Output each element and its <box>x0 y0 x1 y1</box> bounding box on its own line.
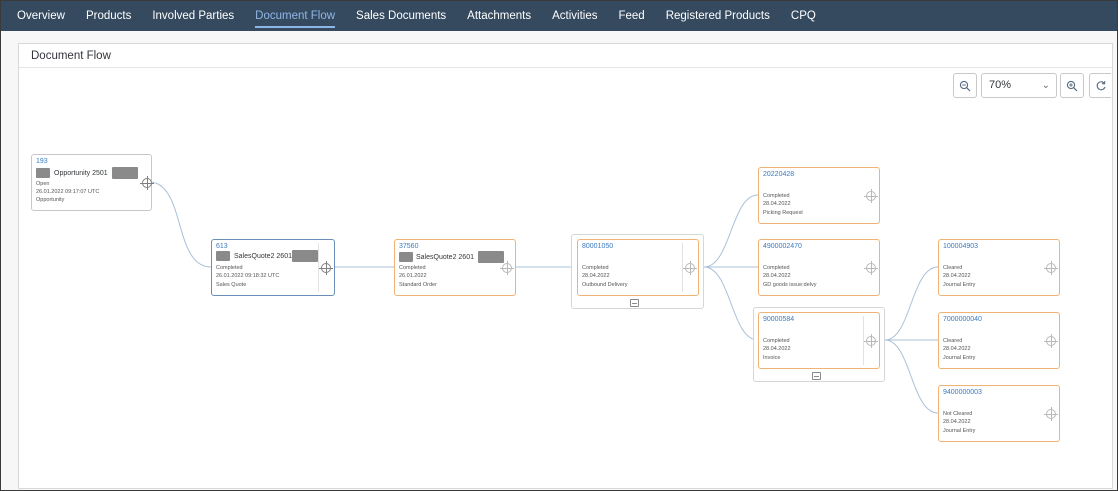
node-date: 26.01.2022 09:17:07 UTC <box>36 189 100 195</box>
redacted-block <box>111 167 138 179</box>
node-status: Open <box>36 181 50 187</box>
node-date: 28.04.2022 <box>943 419 971 425</box>
redacted-block <box>216 251 230 261</box>
expand-icon[interactable] <box>1044 261 1058 275</box>
node-status: Completed <box>763 338 790 344</box>
refresh-icon <box>1096 80 1106 90</box>
tab-document-flow[interactable]: Document Flow <box>255 1 335 31</box>
node-id[interactable]: 193 <box>36 158 48 165</box>
tab-involved-parties[interactable]: Involved Parties <box>152 10 235 22</box>
node-id[interactable]: 9400000003 <box>943 389 982 396</box>
flow-node-outbound-delivery[interactable]: 80001050 Completed 28.04.2022 Outbound D… <box>577 239 699 296</box>
tab-overview[interactable]: Overview <box>17 10 65 22</box>
collapse-group-icon[interactable] <box>812 372 821 380</box>
flow-node-journal-entry-1[interactable]: 100004903 Cleared 28.04.2022 Journal Ent… <box>938 239 1060 296</box>
redacted-block <box>478 251 504 263</box>
node-id[interactable]: 37560 <box>399 243 419 250</box>
redacted-block <box>36 168 50 178</box>
expand-icon[interactable] <box>864 261 878 275</box>
node-status: Completed <box>763 265 790 271</box>
expand-icon[interactable] <box>864 334 878 348</box>
expand-icon[interactable] <box>1044 334 1058 348</box>
flow-node-journal-entry-2[interactable]: 7000000040 Cleared 28.04.2022 Journal En… <box>938 312 1060 369</box>
node-status: Not Cleared <box>943 411 973 417</box>
node-date: 28.04.2022 <box>943 346 971 352</box>
flow-node-invoice[interactable]: 90000584 Completed 28.04.2022 Invoice <box>758 312 880 369</box>
node-id[interactable]: 80001050 <box>582 243 614 250</box>
expand-icon[interactable] <box>500 261 514 275</box>
node-status: Cleared <box>943 265 963 271</box>
node-date: 28.04.2022 <box>582 273 610 279</box>
node-id[interactable]: 4900002470 <box>763 243 802 250</box>
node-id[interactable]: 7000000040 <box>943 316 982 323</box>
node-type: Picking Request <box>763 210 803 216</box>
node-title: SalesQuote2 2601 <box>216 251 292 261</box>
section-title: Document Flow <box>19 44 1112 68</box>
flow-node-picking-request[interactable]: 20220428 Completed 28.04.2022 Picking Re… <box>758 167 880 224</box>
node-type: Invoice <box>763 355 781 361</box>
node-type: GD goods issue:delvy <box>763 282 817 288</box>
zoom-in-button[interactable] <box>1060 73 1084 98</box>
node-type: Standard Order <box>399 282 437 288</box>
expand-icon[interactable] <box>319 261 333 275</box>
flow-node-journal-entry-3[interactable]: 9400000003 Not Cleared 28.04.2022 Journa… <box>938 385 1060 442</box>
expand-icon[interactable] <box>864 189 878 203</box>
zoom-level-select[interactable]: 70% ⌄ <box>981 73 1057 98</box>
node-type: Outbound Delivery <box>582 282 628 288</box>
expand-icon[interactable] <box>683 261 697 275</box>
node-id[interactable]: 90000584 <box>763 316 795 323</box>
tab-sales-documents[interactable]: Sales Documents <box>356 10 447 22</box>
zoom-in-icon <box>1066 80 1078 91</box>
collapse-group-icon[interactable] <box>630 299 639 307</box>
node-date: 28.04.2022 <box>763 273 791 279</box>
flow-node-standard-order[interactable]: 37560 SalesQuote2 2601 Completed 26.01.2… <box>394 239 516 296</box>
flow-node-sales-quote[interactable]: 613 SalesQuote2 2601 Completed 26.01.202… <box>211 239 335 296</box>
node-type: Journal Entry <box>943 428 976 434</box>
refresh-button[interactable] <box>1089 73 1111 98</box>
node-date: 28.04.2022 <box>763 201 791 207</box>
node-date: 26.01.2022 <box>399 273 427 279</box>
node-status: Completed <box>399 265 426 271</box>
flow-node-opportunity[interactable]: 193 Opportunity 2501 Open 26.01.2022 09:… <box>31 154 154 211</box>
node-date: 28.04.2022 <box>943 273 971 279</box>
redacted-block <box>292 250 318 262</box>
node-type: Journal Entry <box>943 282 976 288</box>
node-status: Completed <box>582 265 609 271</box>
node-title: Opportunity 2501 <box>36 167 138 179</box>
node-id[interactable]: 613 <box>216 243 228 250</box>
tab-attachments[interactable]: Attachments <box>467 10 532 22</box>
node-status: Completed <box>216 265 243 271</box>
tab-products[interactable]: Products <box>85 10 132 22</box>
node-type: Opportunity <box>36 197 65 203</box>
node-date: 28.04.2022 <box>763 346 791 352</box>
redacted-block <box>399 252 413 262</box>
tab-bar: Overview Products Involved Parties Docum… <box>1 1 1117 31</box>
node-type: Sales Quote <box>216 282 247 288</box>
chevron-down-icon: ⌄ <box>1041 80 1050 91</box>
tab-registered-products[interactable]: Registered Products <box>665 10 770 22</box>
node-id[interactable]: 20220428 <box>763 171 795 178</box>
node-status: Completed <box>763 193 790 199</box>
node-type: Journal Entry <box>943 355 976 361</box>
flow-node-goods-issue[interactable]: 4900002470 Completed 28.04.2022 GD goods… <box>758 239 880 296</box>
zoom-out-button[interactable] <box>953 73 977 98</box>
tab-activities[interactable]: Activities <box>552 10 598 22</box>
tab-feed[interactable]: Feed <box>618 10 645 22</box>
node-status: Cleared <box>943 338 963 344</box>
expand-icon[interactable] <box>140 176 154 190</box>
expand-icon[interactable] <box>1044 407 1058 421</box>
node-date: 26.01.2022 09:18:32 UTC <box>216 273 280 279</box>
zoom-level-value: 70% <box>989 79 1012 91</box>
node-title: SalesQuote2 2601 <box>399 251 504 263</box>
node-id[interactable]: 100004903 <box>943 243 979 250</box>
zoom-out-icon <box>959 80 971 91</box>
tab-cpq[interactable]: CPQ <box>790 10 816 22</box>
